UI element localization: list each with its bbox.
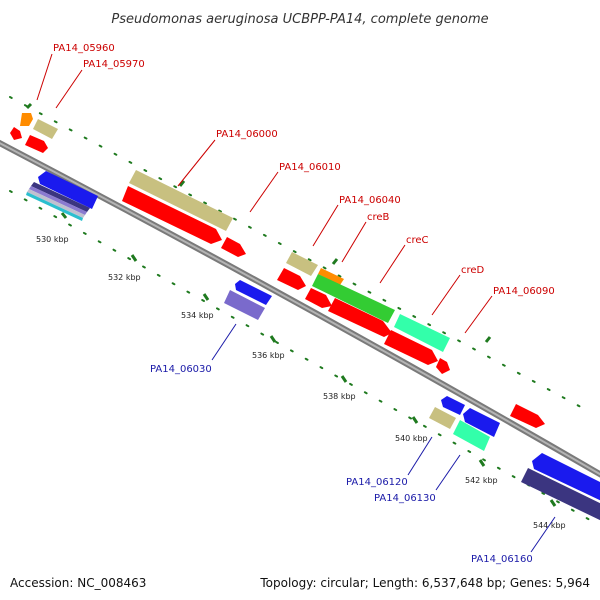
gene-box-PA14_05970[interactable] <box>33 119 58 139</box>
tick-label: 536 kbp <box>252 351 285 360</box>
map-title: Pseudomonas aeruginosa UCBPP-PA14, compl… <box>111 12 488 27</box>
gene-arrow-PA14_06120-blue[interactable] <box>441 396 465 415</box>
gene-label[interactable]: PA14_05960 <box>53 43 115 54</box>
gene-labels-forward: PA14_05960 PA14_05970 PA14_06000 PA14_06… <box>53 43 555 297</box>
gene-label[interactable]: PA14_06160 <box>471 554 533 565</box>
gene-box-PA14_06160[interactable] <box>521 468 600 525</box>
major-ticks <box>25 102 557 507</box>
gene-label[interactable]: PA14_06040 <box>339 195 401 206</box>
tick-label: 538 kbp <box>323 392 356 401</box>
gene-labels-reverse: PA14_06030 PA14_06120 PA14_06130 PA14_06… <box>150 364 533 565</box>
gene-label[interactable]: PA14_06030 <box>150 364 212 375</box>
gene-arrow-PA14_06120-blue2[interactable] <box>463 408 500 437</box>
gene-arrow-creD[interactable] <box>384 330 438 365</box>
gene-arrow-PA14_06030-blue[interactable] <box>235 280 272 305</box>
tick-label: 532 kbp <box>108 273 141 282</box>
gene-arrow-PA14_05970-red[interactable] <box>25 135 48 153</box>
gene-label[interactable]: PA14_06010 <box>279 162 341 173</box>
tick-label: 542 kbp <box>465 476 498 485</box>
gene-label[interactable]: creC <box>406 235 429 246</box>
gene-arrow-PA14_05960-red[interactable] <box>10 127 22 140</box>
reverse-features <box>26 171 600 525</box>
gene-arrow-reverse-1[interactable] <box>38 171 98 209</box>
tick-rows <box>9 96 591 521</box>
gene-label[interactable]: PA14_06130 <box>374 493 436 504</box>
genome-summary: Topology: circular; Length: 6,537,648 bp… <box>259 576 590 590</box>
gene-arrow-PA14_06000[interactable] <box>122 186 222 244</box>
tick-label: 530 kbp <box>36 235 69 244</box>
gene-arrow-PA14_06010[interactable] <box>221 237 246 257</box>
genome-backbone <box>0 139 600 478</box>
forward-features <box>10 113 545 428</box>
gene-label[interactable]: creD <box>461 265 485 276</box>
gene-box-PA14_06000[interactable] <box>129 170 233 231</box>
gene-label[interactable]: PA14_06090 <box>493 286 555 297</box>
gene-stack-reverse-1[interactable] <box>26 182 90 221</box>
gene-box-PA14_06030[interactable] <box>224 290 265 320</box>
gene-label[interactable]: creB <box>367 212 390 223</box>
gene-box-creD[interactable] <box>394 314 450 352</box>
gene-label[interactable]: PA14_06000 <box>216 129 278 140</box>
tick-label: 534 kbp <box>181 311 214 320</box>
gene-arrow-PA14_05960[interactable] <box>20 113 33 126</box>
gene-arrow-PA14_06160-blue[interactable] <box>532 453 600 505</box>
tick-label: 540 kbp <box>395 434 428 443</box>
gene-label[interactable]: PA14_06120 <box>346 477 408 488</box>
gene-box-PA14_06130[interactable] <box>453 420 490 451</box>
gene-box-PA14_06040[interactable] <box>286 252 318 276</box>
gene-box-PA14_06120[interactable] <box>429 407 456 429</box>
gene-label[interactable]: PA14_05970 <box>83 59 145 70</box>
gene-arrow-PA14_06040[interactable] <box>277 268 306 290</box>
gene-arrow-creB[interactable] <box>305 288 332 308</box>
gene-box-creB-orange[interactable] <box>318 268 344 285</box>
leader-lines-reverse <box>211 323 556 553</box>
gene-box-creB[interactable] <box>312 274 395 323</box>
gene-arrow-far[interactable] <box>510 404 545 428</box>
gene-arrow-PA14_06090[interactable] <box>436 358 450 374</box>
leader-lines-forward <box>36 53 493 334</box>
accession-text: Accession: NC_008463 <box>10 576 146 590</box>
gene-arrow-creC[interactable] <box>328 298 392 337</box>
